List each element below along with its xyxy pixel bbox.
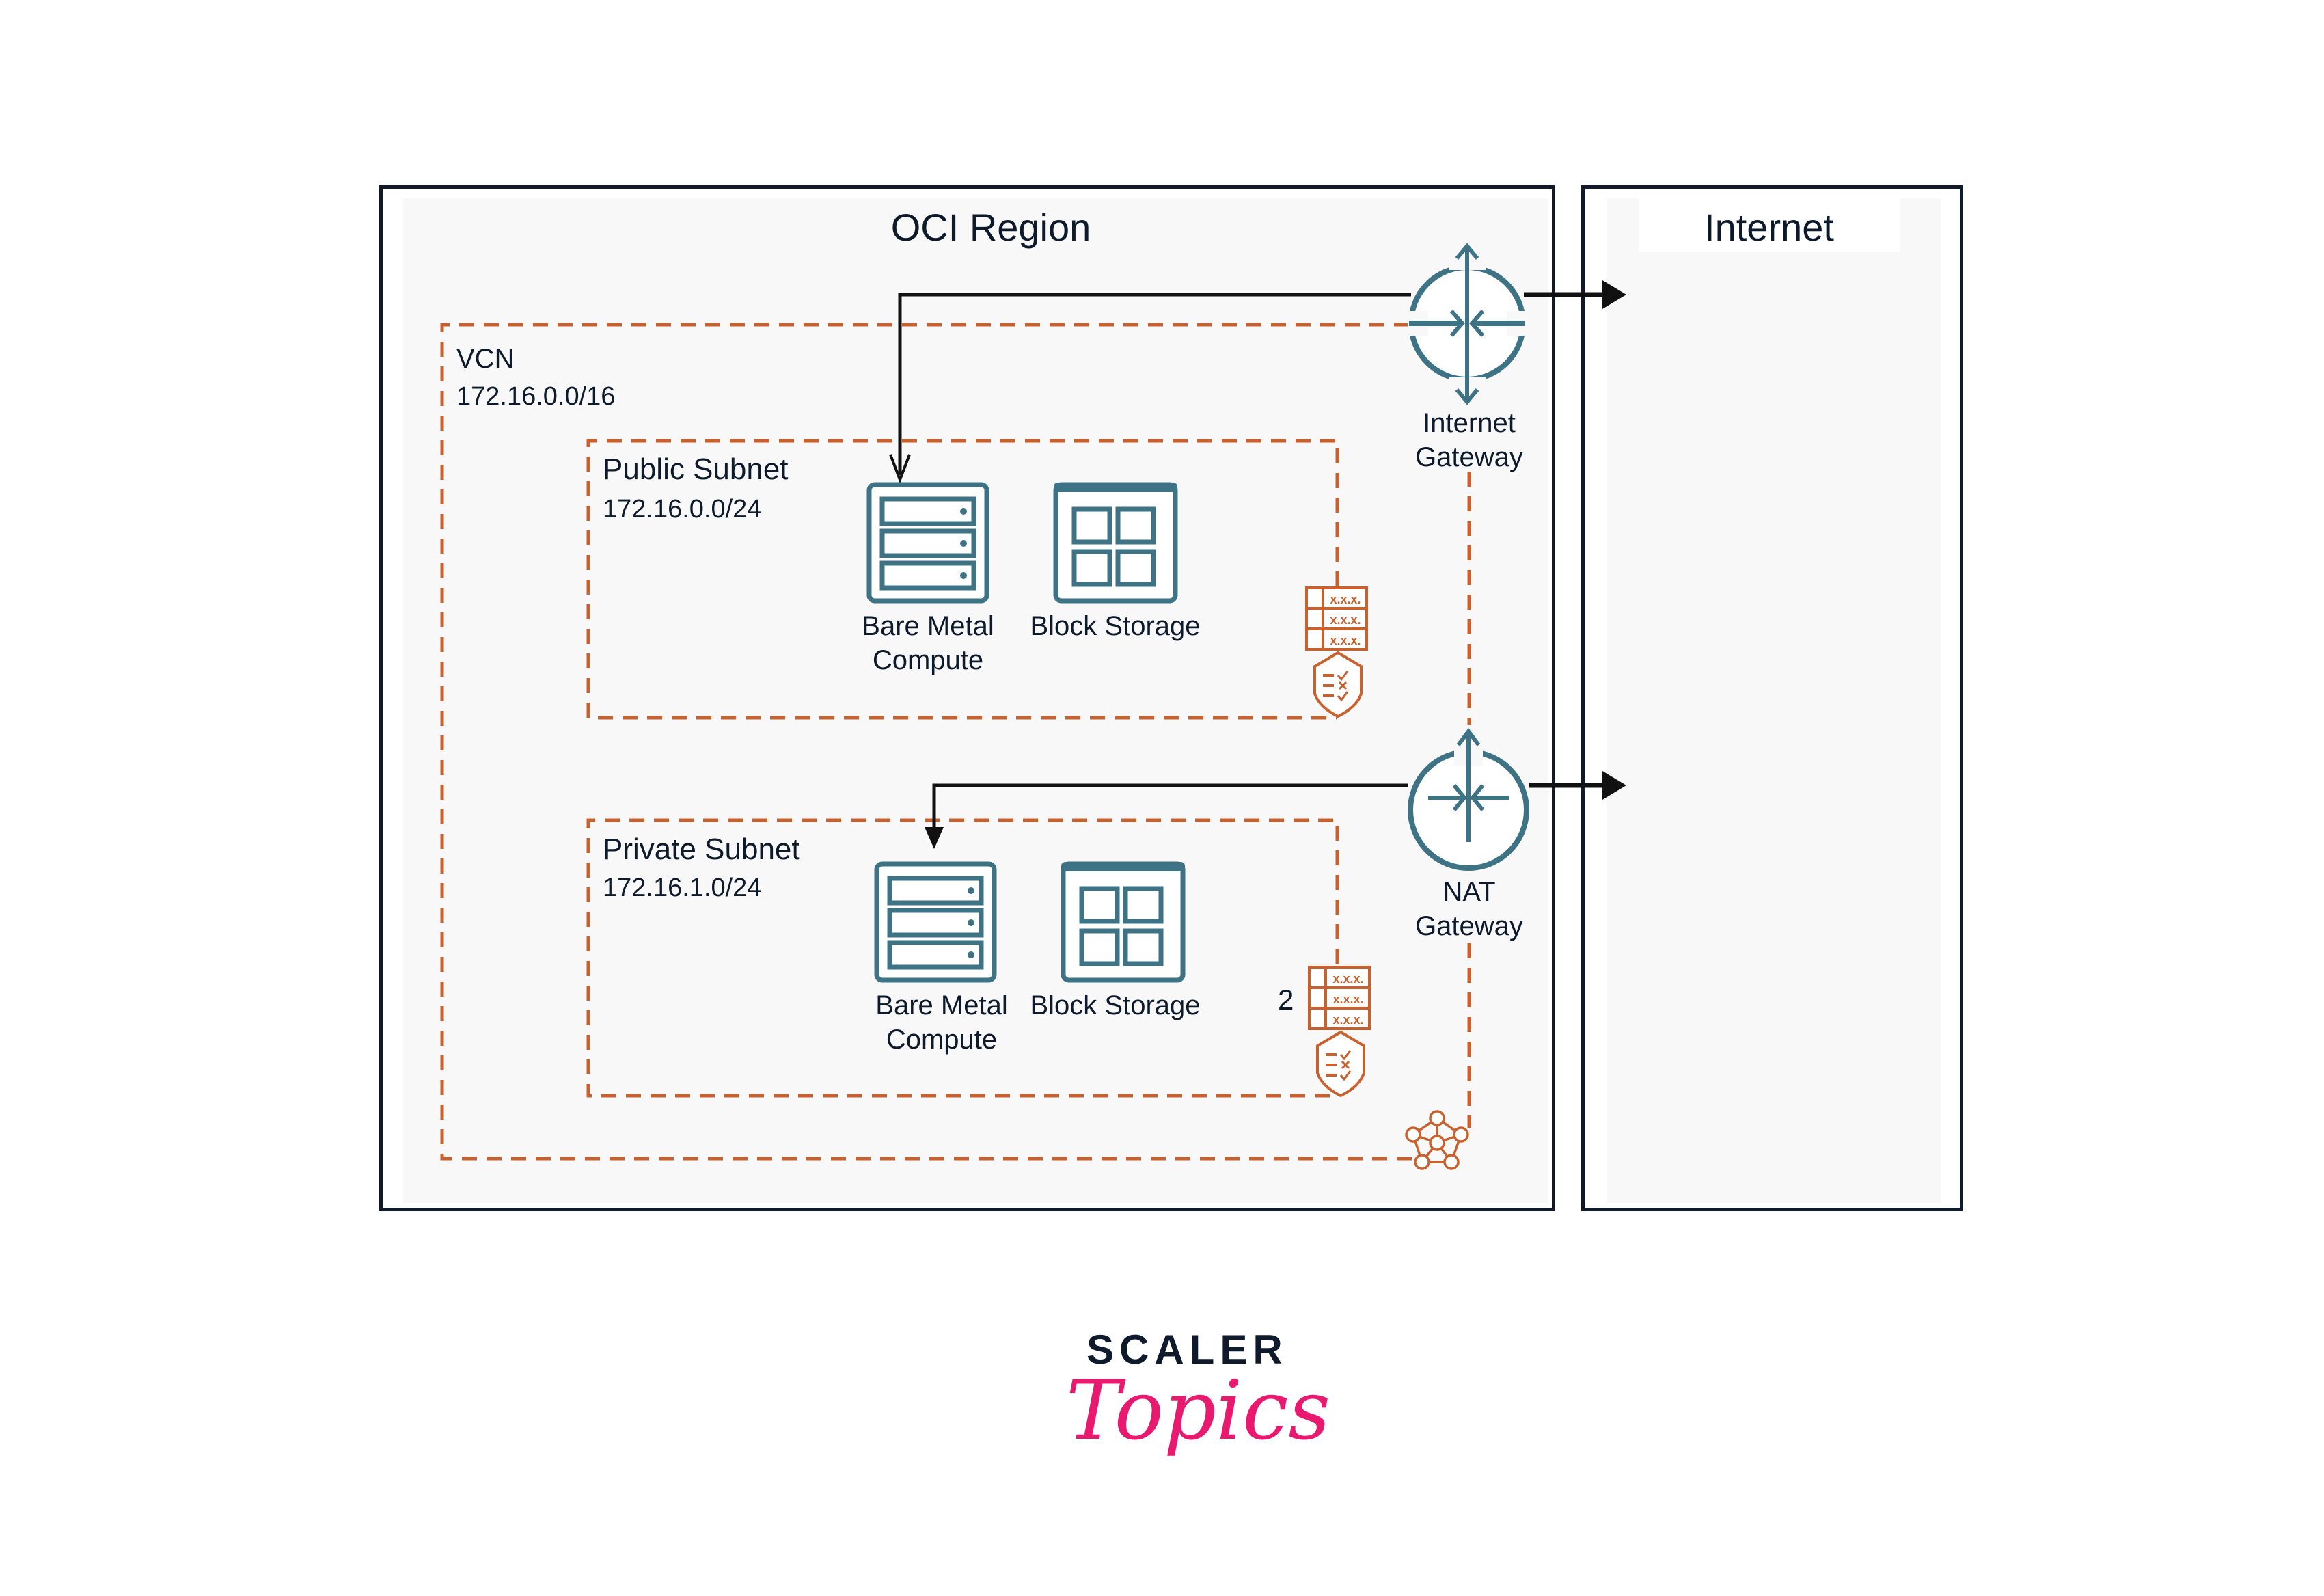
public-security-list-rows: x.x.x. x.x.x. x.x.x.: [1324, 589, 1367, 651]
nat-gateway-icon: [1408, 728, 1529, 871]
private-security-list-marker: 2: [1278, 984, 1294, 1016]
public-subnet-name: Public Subnet: [603, 452, 789, 486]
security-row: x.x.x.: [1330, 613, 1361, 627]
vcn-cidr: 172.16.0.0/16: [456, 382, 616, 411]
internet-panel: [1607, 198, 1941, 1203]
vcn-network-icon: [1405, 1110, 1469, 1170]
security-row: x.x.x.: [1332, 1013, 1364, 1027]
private-block-storage-icon: [1061, 861, 1186, 983]
private-security-shield-icon: [1316, 1030, 1365, 1098]
internet-gateway-egress-arrow: [1524, 280, 1626, 309]
private-storage-label: Block Storage: [1030, 990, 1201, 1020]
label-line: Gateway: [1415, 442, 1523, 472]
label-line: Gateway: [1415, 911, 1523, 941]
internet-container: [1581, 185, 1963, 1211]
scaler-logo-text: SCALER: [1086, 1327, 1288, 1372]
internet-title: Internet: [1704, 206, 1834, 249]
label-line: Compute: [872, 645, 984, 675]
private-subnet-cidr: 172.16.1.0/24: [603, 874, 762, 902]
public-bare-metal-compute-icon: [866, 482, 989, 604]
public-compute-label: Bare Metal Compute: [825, 609, 1030, 677]
nat-gateway-label: NAT Gateway: [1367, 875, 1572, 943]
private-subnet-boundary: [586, 818, 1339, 1098]
label-line: Bare Metal: [875, 990, 1008, 1020]
nat-gateway-route: [925, 783, 1408, 849]
vcn-boundary: [440, 323, 1471, 1161]
private-subnet-name: Private Subnet: [603, 833, 800, 866]
label-line: Internet: [1423, 408, 1516, 438]
public-subnet-cidr: 172.16.0.0/24: [603, 495, 762, 524]
security-row: x.x.x.: [1330, 634, 1361, 647]
private-compute-label: Bare Metal Compute: [839, 988, 1044, 1057]
public-security-shield-icon: [1313, 651, 1363, 718]
private-security-list-rows: x.x.x. x.x.x. x.x.x.: [1327, 969, 1369, 1030]
public-security-list-icon: [1305, 586, 1368, 651]
public-subnet-boundary: [586, 439, 1339, 720]
oci-region-container: [379, 185, 1555, 1211]
internet-label-background: [1639, 198, 1900, 252]
security-row: x.x.x.: [1330, 593, 1361, 606]
internet-gateway-label: Internet Gateway: [1367, 406, 1572, 474]
internet-gateway-icon: [1408, 243, 1527, 405]
nat-gateway-egress-arrow: [1529, 771, 1626, 800]
label-line: NAT: [1443, 877, 1496, 907]
security-row: x.x.x.: [1332, 992, 1364, 1006]
private-security-list-icon: [1308, 966, 1371, 1030]
private-bare-metal-compute-icon: [874, 861, 997, 983]
security-row: x.x.x.: [1332, 972, 1364, 986]
label-line: Compute: [886, 1025, 998, 1055]
oci-region-title: OCI Region: [890, 206, 1091, 249]
internet-gateway-route: [889, 293, 1411, 484]
public-storage-label: Block Storage: [1030, 611, 1201, 641]
topics-logo-text: Topics: [1066, 1364, 1330, 1459]
vcn-name: VCN: [456, 344, 515, 374]
public-block-storage-icon: [1053, 482, 1178, 604]
label-line: Bare Metal: [862, 611, 994, 641]
